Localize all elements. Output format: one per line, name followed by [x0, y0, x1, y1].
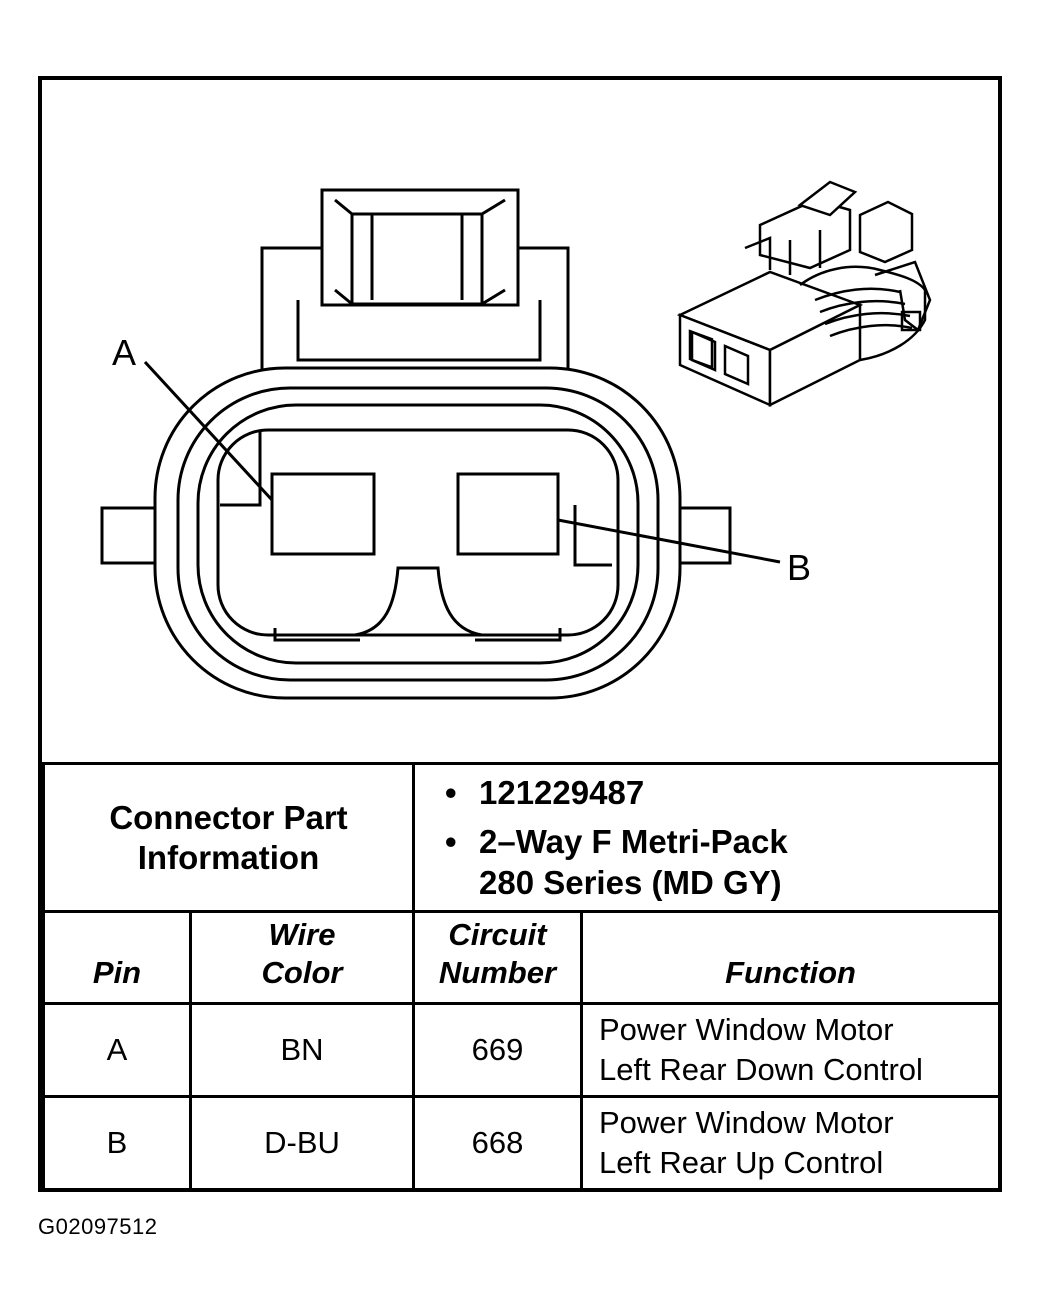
connector-part-details: • 121229487 • 2–Way F Metri-Pack 280 Ser… — [411, 762, 1002, 913]
pin-cell: B — [42, 1095, 192, 1191]
pin-a-terminal — [270, 472, 376, 556]
bullet-icon: • — [445, 774, 457, 811]
function-cell: Power Window Motor Left Rear Up Control — [579, 1095, 1002, 1191]
bullet-icon: • — [445, 823, 457, 860]
connector-diagram: A B — [42, 80, 998, 762]
pin-a-leader — [143, 360, 274, 502]
table-row: A BN 669 Power Window Motor Left Rear Do… — [42, 1002, 1002, 1098]
pin-b-label: B — [787, 547, 811, 588]
column-header-row: Pin Wire Color Circuit Number Function — [42, 910, 1002, 1005]
figure-frame: A B Connector Part Information • 1212294… — [38, 76, 1002, 1192]
pin-b-terminal — [456, 472, 560, 556]
function-header: Function — [579, 910, 1002, 1005]
wire-color-cell: BN — [189, 1002, 415, 1098]
circuit-cell: 669 — [412, 1002, 583, 1098]
wire-color-header: Wire Color — [189, 910, 415, 1005]
connector-info-table: Connector Part Information • 121229487 •… — [42, 762, 1002, 1191]
description-item: • 2–Way F Metri-Pack — [445, 823, 788, 860]
connector-latch — [260, 188, 570, 372]
pin-b-leader — [557, 518, 781, 564]
table-row: B D-BU 668 Power Window Motor Left Rear … — [42, 1095, 1002, 1191]
function-cell: Power Window Motor Left Rear Down Contro… — [579, 1002, 1002, 1098]
connector-isometric-view — [676, 180, 932, 408]
circuit-cell: 668 — [412, 1095, 583, 1191]
pin-header: Pin — [42, 910, 192, 1005]
part-number-item: • 121229487 — [445, 774, 645, 811]
connector-part-info-label: Connector Part Information — [42, 762, 415, 913]
left-ear — [100, 506, 162, 565]
wire-color-cell: D-BU — [189, 1095, 415, 1191]
keying-rib — [354, 566, 483, 637]
pin-cell: A — [42, 1002, 192, 1098]
pin-a-label: A — [112, 332, 136, 373]
connector-housing-outer — [153, 366, 682, 700]
figure-id: G02097512 — [38, 1214, 158, 1239]
circuit-number-header: Circuit Number — [412, 910, 583, 1005]
part-info-row: Connector Part Information • 121229487 •… — [42, 762, 1002, 913]
